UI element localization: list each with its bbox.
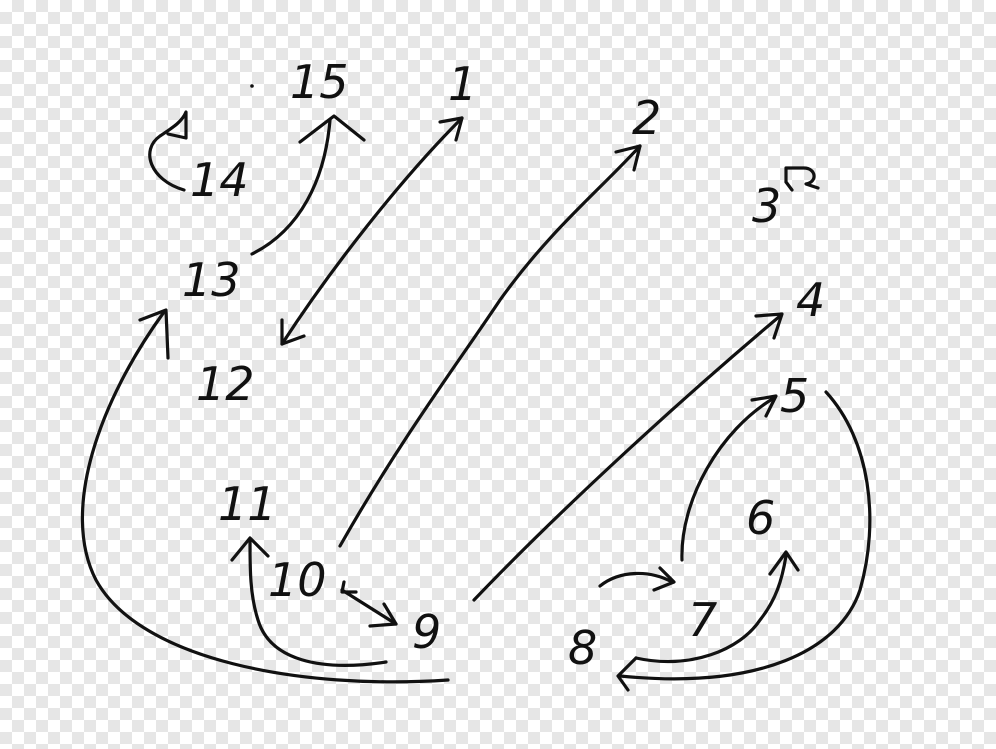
node-label-4: 4 [796,273,825,327]
arrowhead-edge-9-11 [230,536,270,562]
node-label-7: 7 [688,593,717,647]
edge-9-11 [248,538,388,667]
stray-dot [250,84,254,88]
arrowhead-edge-12-1-to-1 [438,116,464,142]
self-loop-14 [148,110,188,192]
arrowhead-edge-10-9-to-10 [340,580,358,594]
arrowhead-edge-10-2 [614,144,642,172]
edge-5-8 [618,390,872,681]
arrowhead-edge-13-15 [298,114,366,144]
arrowhead-edge-8-7 [652,566,676,592]
edge-7-5 [680,396,776,562]
edge-9-4 [472,314,782,602]
node-label-9: 9 [412,605,441,659]
node-label-11: 11 [218,477,277,531]
node-label-12: 12 [196,357,255,411]
node-label-13: 13 [182,253,241,307]
self-loop-3 [784,166,820,192]
edge-8-6 [634,554,788,664]
arrowhead-edge-12-1-to-12 [280,318,306,346]
node-label-2: 2 [632,91,661,145]
node-label-8: 8 [568,621,597,675]
node-label-15: 15 [290,55,349,109]
arrowhead-edge-7-5 [750,394,778,418]
edge-13-15 [250,118,332,256]
edge-12-1 [280,116,464,346]
edge-10-9 [340,588,398,626]
node-label-3: 3 [752,179,781,233]
arrowhead-edge-9-13 [138,308,170,360]
arrowhead-edge-9-4 [754,312,784,340]
node-label-14: 14 [190,153,249,207]
node-label-6: 6 [746,491,775,545]
edge-9-13 [80,310,450,684]
arrowhead-edge-5-8 [616,656,638,692]
arrowhead-edge-8-6 [768,550,800,576]
arrowhead-edge-10-9-to-9 [368,602,398,628]
edge-10-2 [338,144,642,548]
node-label-1: 1 [448,57,477,111]
node-label-10: 10 [268,553,327,607]
node-label-5: 5 [780,369,809,423]
edge-8-7 [598,571,674,588]
